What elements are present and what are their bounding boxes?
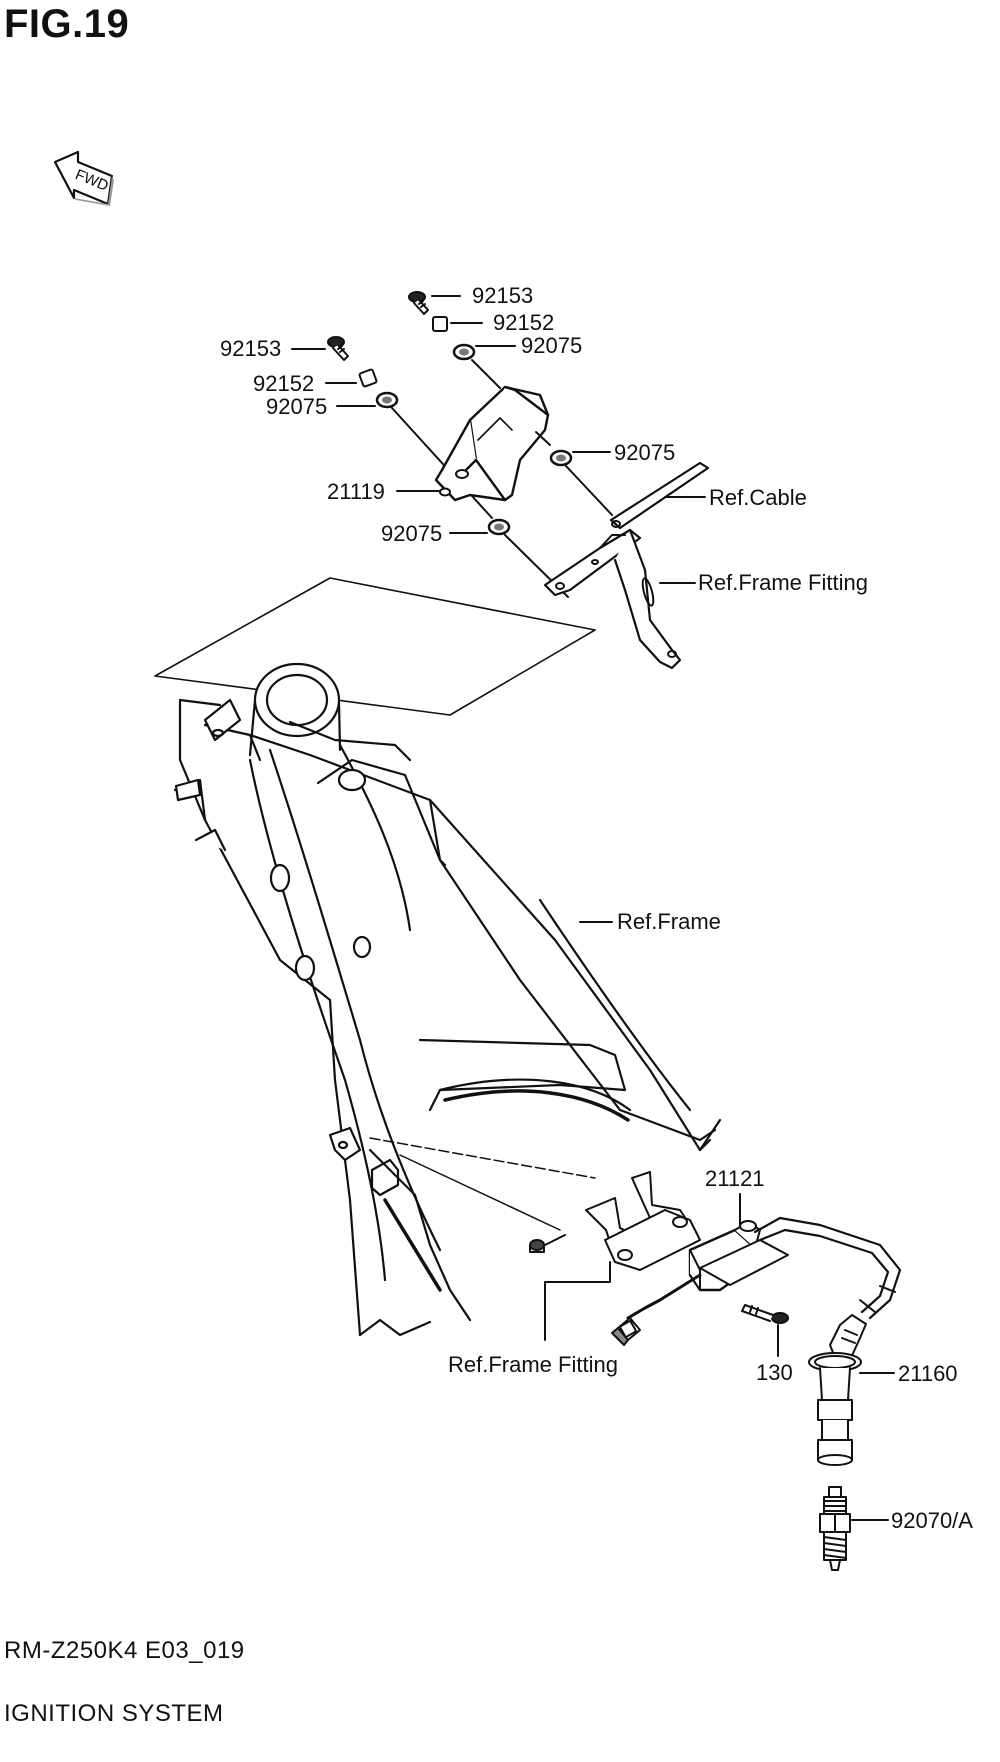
label-grommet-lower: 92075 bbox=[381, 521, 442, 546]
cable-strap-icon bbox=[609, 461, 710, 530]
label-spacer-upper: 92152 bbox=[493, 310, 554, 335]
label-grommet-right: 92075 bbox=[614, 440, 675, 465]
plug-cap-icon bbox=[808, 1314, 867, 1466]
label-grommet-upper: 92075 bbox=[521, 333, 582, 358]
label-ref-cable: Ref.Cable bbox=[709, 485, 807, 510]
label-ref-frame-fitting-upper: Ref.Frame Fitting bbox=[698, 570, 868, 595]
diagram-name: IGNITION SYSTEM bbox=[4, 1700, 224, 1727]
screw-upper-icon bbox=[408, 291, 429, 315]
cdi-unit-icon bbox=[434, 385, 550, 502]
label-ref-frame: Ref.Frame bbox=[617, 909, 721, 934]
label-ignition-coil: 21121 bbox=[705, 1166, 765, 1191]
spacer-left-icon bbox=[358, 368, 378, 388]
fwd-arrow-icon: FWD bbox=[53, 150, 114, 206]
spark-plug-icon bbox=[819, 1486, 851, 1571]
diagram-code: RM-Z250K4 E03_019 bbox=[4, 1637, 245, 1664]
label-plug-cap: 21160 bbox=[898, 1361, 958, 1386]
figure-title: FIG.19 bbox=[4, 2, 130, 46]
fitting-bolt-icon bbox=[529, 1234, 566, 1253]
label-bolt: 130 bbox=[756, 1360, 793, 1385]
spacer-upper-icon bbox=[432, 316, 448, 332]
frame-icon bbox=[173, 662, 722, 1337]
label-screw-left: 92153 bbox=[220, 336, 281, 361]
ignition-coil-icon bbox=[611, 1216, 902, 1346]
label-grommet-left: 92075 bbox=[266, 394, 327, 419]
label-spark-plug: 92070/A bbox=[891, 1508, 973, 1533]
label-cdi-unit: 21119 bbox=[327, 479, 385, 504]
coil-bolt-icon bbox=[741, 1304, 789, 1324]
frame-fitting-bracket-icon bbox=[543, 528, 682, 670]
label-screw-upper: 92153 bbox=[472, 283, 533, 308]
label-spacer-left: 92152 bbox=[253, 371, 314, 396]
screw-left-icon bbox=[327, 336, 349, 361]
lower-fitting-bracket-icon bbox=[585, 1171, 701, 1271]
label-ref-frame-fitting-lower: Ref.Frame Fitting bbox=[448, 1352, 618, 1377]
